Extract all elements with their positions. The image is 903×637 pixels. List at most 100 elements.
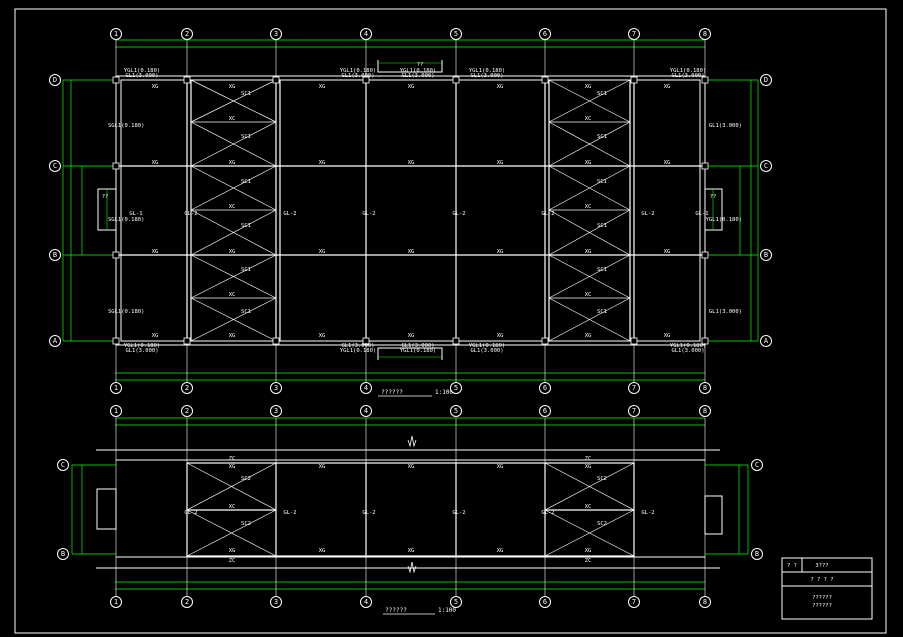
grid-bubble-row-B-circle (49, 249, 61, 261)
grid-bubble-col-5-circle (450, 28, 462, 40)
grid-bubble-col-3-label: 3 (274, 384, 278, 392)
label: XG (229, 160, 236, 166)
label: GL1(3.000) (341, 343, 374, 349)
label: ZC (229, 558, 236, 564)
label: ?? (102, 194, 109, 200)
label: XG (585, 160, 592, 166)
sheet-border (14, 8, 887, 634)
label: XG (152, 160, 159, 166)
label: XG (408, 160, 415, 166)
label: XC (229, 116, 236, 122)
grid-bubble-col-3-label: 3 (274, 30, 278, 38)
label: GL1(3.000) (671, 348, 704, 354)
label: SC2 (597, 521, 607, 527)
plan-scale: 1:100 (435, 389, 453, 396)
grid-bubble-col-1-label: 1 (114, 407, 118, 415)
label: ZC (585, 558, 592, 564)
plan-caption: ?????? (385, 607, 407, 614)
label: XG (152, 333, 159, 339)
label: ?? (417, 62, 424, 68)
label: XG (497, 160, 504, 166)
label: GL1(3.000) (709, 123, 742, 129)
label: GL-2 (452, 510, 465, 516)
label: YGL1(0.180) (670, 68, 706, 74)
label: GL-2 (283, 510, 296, 516)
grid-bubble-row-A-label: A (53, 337, 58, 345)
grid-bubble-col-6-label: 6 (543, 30, 547, 38)
grid-bubble-col-1-label: 1 (114, 384, 118, 392)
label: GL-2 (362, 510, 375, 516)
plan-scale: 1:100 (438, 607, 456, 614)
label: SC1 (597, 134, 607, 140)
grid-bubble-col-7-circle (628, 382, 640, 394)
grid-bubble-col-7-label: 7 (632, 407, 636, 415)
grid-bubble-col-2-label: 2 (185, 30, 189, 38)
label: XC (585, 292, 592, 298)
label: XG (585, 548, 592, 554)
title-block-text: ? ? 3??? ? ? ? ? ?????? ?????? (787, 563, 834, 609)
grid-bubble-col-8-label: 8 (703, 30, 707, 38)
label: SC1 (597, 223, 607, 229)
label: GL-2 (283, 211, 296, 217)
grid-bubble-row-C-label: C (61, 461, 65, 469)
grid-bubble-col-5-label: 5 (454, 407, 458, 415)
label: GL1(3.000) (401, 343, 434, 349)
top-plan-caption: ?????? 1:100 (378, 389, 453, 397)
label: XG (152, 84, 159, 90)
grid-bubble-col-7-circle (628, 405, 640, 417)
label: YGL1(0.180) (706, 217, 742, 223)
label: XG (408, 333, 415, 339)
grid-bubble-col-7-circle (628, 596, 640, 608)
top-plan-beams (116, 80, 705, 341)
label: XG (497, 464, 504, 470)
grid-bubble-col-5-circle (450, 596, 462, 608)
grid-bubble-col-4-label: 4 (364, 598, 368, 606)
label: ?? (710, 194, 717, 200)
label: GL1(3.000) (341, 73, 374, 79)
grid-bubble-row-C-circle (751, 459, 763, 471)
top-plan-opening-dims (106, 62, 714, 358)
label: SC2 (241, 521, 251, 527)
grid-bubble-row-D-label: D (764, 76, 768, 84)
bottom-plan-eaves (96, 449, 720, 569)
grid-bubble-col-2-circle (181, 596, 193, 608)
grid-bubble-col-5-label: 5 (454, 598, 458, 606)
label: SC1 (597, 309, 607, 315)
grid-bubble-row-C-circle (57, 459, 69, 471)
label: GL1(3.000) (470, 73, 503, 79)
grid-bubble-row-B-label: B (53, 251, 57, 259)
label: SC2 (241, 476, 251, 482)
grid-bubble-col-3-circle (270, 596, 282, 608)
grid-bubble-col-5-label: 5 (454, 30, 458, 38)
label: XG (585, 84, 592, 90)
label: SGL1(0.180) (108, 309, 144, 315)
label: GL-2 (541, 211, 554, 217)
title-cell: ?????? (812, 595, 832, 601)
label: XG (152, 249, 159, 255)
grid-bubble-col-3-circle (270, 405, 282, 417)
bottom-plan-labels: ZC ZC XG XG XG XG XG SC2 SC2 XC XC SC2 S… (184, 456, 654, 564)
label: SC1 (241, 267, 251, 273)
label: YGL1(0.180) (124, 343, 160, 349)
label: GL-2 (184, 211, 197, 217)
label: YGL1(0.180) (400, 68, 436, 74)
grid-bubble-col-5-label: 5 (454, 384, 458, 392)
grid-bubble-col-7-label: 7 (632, 384, 636, 392)
grid-bubble-col-7-label: 7 (632, 30, 636, 38)
label: GL1(3.000) (470, 348, 503, 354)
label: SGL1(0.180) (108, 217, 144, 223)
bottom-plan-dimension-lines (71, 417, 749, 590)
label: SC1 (241, 223, 251, 229)
label: XG (664, 84, 671, 90)
label: GL-2 (641, 510, 654, 516)
grid-bubble-row-A-circle (760, 335, 772, 347)
grid-bubble-col-1-label: 1 (114, 30, 118, 38)
grid-bubble-col-8-label: 8 (703, 598, 707, 606)
label: SC1 (597, 91, 607, 97)
label: XG (229, 84, 236, 90)
label: YGL1(0.180) (124, 68, 160, 74)
top-plan: YGL1(0.180) GL1(3.000) YGL1(0.180) GL1(3… (62, 39, 759, 397)
grid-bubble-col-8-circle (699, 382, 711, 394)
grid-bubble-col-2-circle (181, 28, 193, 40)
